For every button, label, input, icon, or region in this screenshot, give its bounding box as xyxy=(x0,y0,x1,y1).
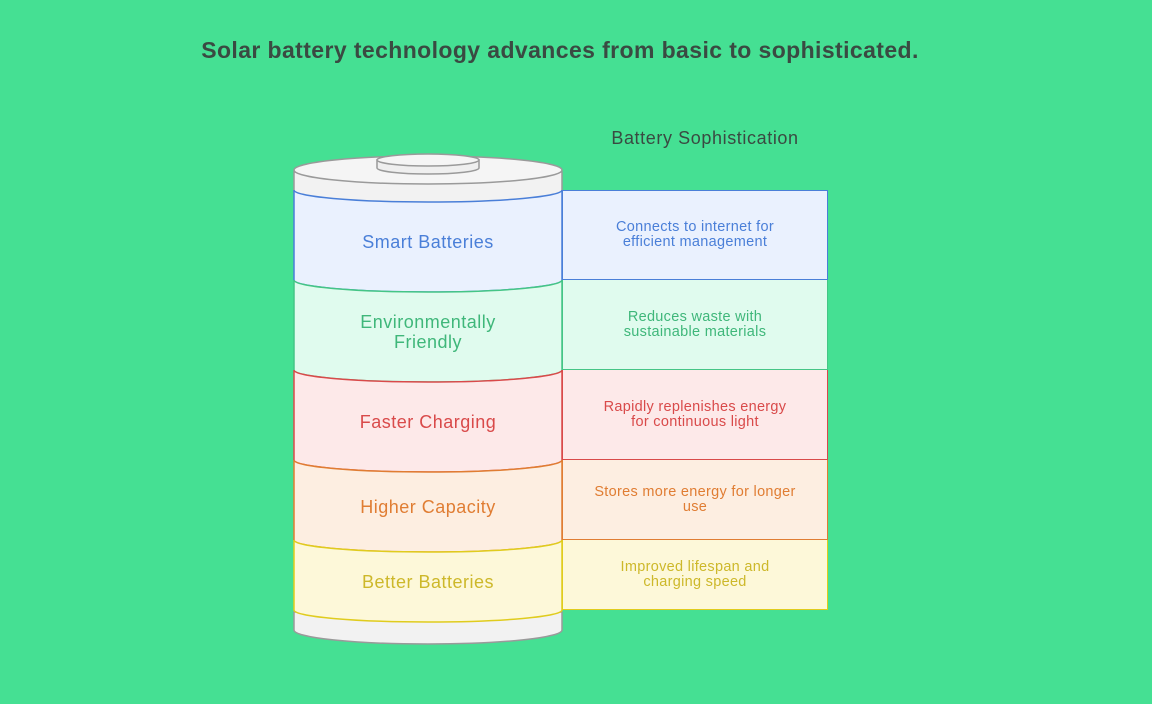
tier-label: Better Batteries xyxy=(361,572,495,592)
tier-label: Higher Capacity xyxy=(360,497,496,517)
tier-label: Faster Charging xyxy=(359,412,497,432)
axis-label: Battery Sophistication xyxy=(611,128,799,148)
diagram-title: Solar battery technology advances from b… xyxy=(201,37,919,63)
battery-terminal-top xyxy=(376,153,480,167)
tier-description: Rapidly replenishes energy for continuou… xyxy=(562,370,828,460)
battery-segment xyxy=(293,539,563,623)
tier-description: Improved lifespan and charging speed xyxy=(562,540,828,610)
tier-label: Smart Batteries xyxy=(362,232,494,252)
tier-label: Environmentally Friendly xyxy=(360,312,496,352)
tier-description: Stores more energy for longer use xyxy=(562,460,828,540)
tier-description: Reduces waste with sustainable materials xyxy=(562,280,828,370)
tier-description: Connects to internet for efficient manag… xyxy=(562,190,828,280)
